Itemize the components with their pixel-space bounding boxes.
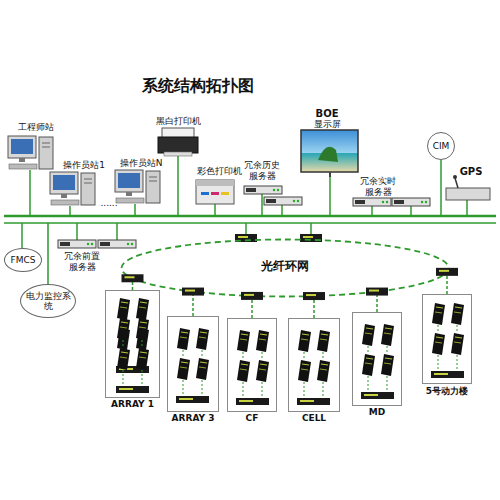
ring-link [303, 292, 325, 318]
ring-switch-icon [182, 288, 204, 296]
station-group: ARRAY 1 [105, 290, 160, 398]
node-text: 光纤环网 [261, 259, 309, 273]
ring-switch-icon [303, 292, 325, 300]
group-name: ARRAY 1 [76, 399, 189, 409]
device-caption: 显示屏 [310, 119, 344, 130]
device-caption: ...... [94, 198, 124, 209]
station-rack-icon [361, 324, 394, 399]
bus-drops [22, 156, 467, 284]
switch-stripe [185, 290, 195, 292]
device-caption: 工程师站 [8, 122, 64, 133]
realtime-server-icon [353, 198, 391, 206]
node-text: FMCS [11, 255, 36, 265]
mono-printer-icon [158, 128, 198, 156]
operator-pc-icon [115, 170, 160, 203]
diagram-title: 系统结构拓扑图 [142, 76, 254, 97]
device-caption: GPS [456, 166, 486, 177]
operator-pc-icon [50, 172, 95, 205]
color-printer-icon [196, 180, 234, 204]
ring-ellipse [122, 240, 449, 297]
device-caption: BOE [312, 108, 342, 119]
device-caption: 操作员站1 [58, 160, 110, 171]
front-server-icon [58, 240, 96, 248]
station-group: ARRAY 3 [167, 316, 219, 412]
device-caption: 冗余实时服务器 [356, 176, 400, 198]
station-rack-icon [236, 330, 269, 405]
history-server-icon [264, 197, 302, 205]
dashed-link [132, 278, 134, 290]
ring-switch-icon [436, 268, 458, 276]
group-name: CF [198, 413, 306, 423]
system-circle: CIM [427, 132, 455, 160]
station-group: CELL [288, 318, 340, 412]
ring-link [366, 288, 388, 312]
device-caption: 彩色打印机 [192, 166, 246, 177]
device-caption: 冗余历史服务器 [240, 160, 284, 182]
station-rack-icon [116, 318, 149, 393]
realtime-server-icon [392, 198, 430, 206]
system-ellipse: FMCS [4, 248, 42, 272]
group-name: CELL [259, 413, 369, 423]
switch-stripe [125, 276, 135, 278]
system-ellipse: 电力监控系统 [20, 284, 76, 318]
dashed-link [192, 292, 194, 316]
switch-stripe [306, 294, 316, 296]
ring-link [241, 292, 263, 318]
station-rack-icon [297, 330, 330, 405]
gps-device-icon [446, 175, 490, 200]
node-text: CIM [433, 141, 450, 151]
ring-link [122, 274, 144, 290]
dashed-link [251, 296, 253, 318]
device-caption: 冗余前置服务器 [60, 251, 104, 273]
switch-stripe [244, 294, 254, 296]
station-rack-icon [431, 303, 464, 378]
device-caption: 黑白打印机 [150, 116, 206, 127]
dashed-link [313, 296, 315, 318]
group-name: 5号动力楼 [393, 385, 500, 398]
front-server-icon [98, 240, 136, 248]
device-caption: 操作员站N [114, 158, 168, 169]
display-wall-icon [301, 130, 358, 177]
station-group: 5号动力楼 [422, 294, 472, 384]
history-server-icon [244, 186, 282, 194]
dashed-link [446, 272, 448, 294]
fiber-ring: 光纤环网 [120, 238, 450, 298]
engineer-pc-icon [8, 136, 53, 169]
network-bus [4, 216, 496, 223]
switch-stripe [369, 290, 379, 292]
node-text: 电力监控系统 [24, 291, 72, 311]
station-rack-icon [176, 328, 209, 403]
group-name: MD [323, 407, 431, 417]
ring-switch-icon [366, 288, 388, 296]
station-group: CF [227, 318, 277, 412]
ring-switch-icon [241, 292, 263, 300]
ring-link [182, 288, 204, 316]
dashed-link [376, 292, 378, 312]
group-name: ARRAY 3 [138, 413, 248, 423]
switch-stripe [439, 270, 449, 272]
ring-link [436, 268, 458, 294]
ring-switch-icon [122, 274, 144, 282]
station-group: MD [352, 312, 402, 406]
